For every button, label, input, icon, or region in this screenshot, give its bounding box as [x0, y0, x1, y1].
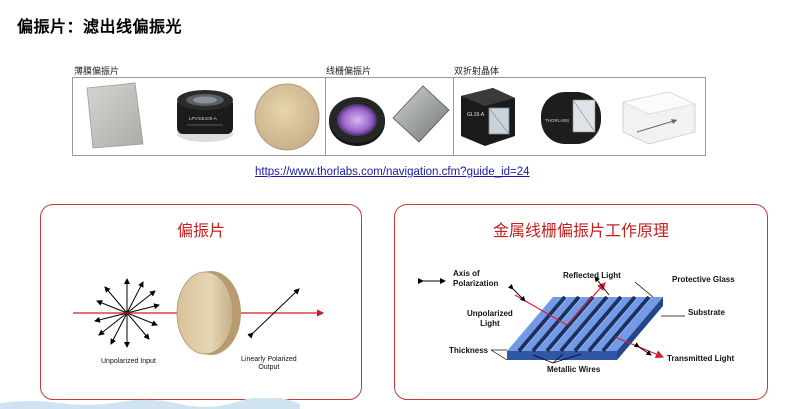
unpolarized-line-2: Light — [480, 319, 500, 328]
page-title: 偏振片：滤出线偏振光 — [17, 13, 182, 37]
linearly-polarized-line-2: Output — [258, 364, 279, 371]
mounted-polarizer-image: LPVISE100-A — [165, 78, 249, 155]
metallic-wires-label: Metallic Wires — [547, 365, 600, 375]
protective-glass-label: Protective Glass — [672, 275, 735, 285]
thickness-label: Thickness — [449, 346, 488, 356]
linearly-polarized-line-1: Linearly Polarized — [241, 356, 297, 363]
birefringent-crystal-image — [613, 78, 705, 155]
polarizer-disc-icon — [177, 271, 241, 355]
product-strip: LPVISE100-A — [72, 77, 706, 156]
group-label-birefringent-crystals: 双折射晶体 — [454, 64, 499, 77]
polarizer-panel: 偏振片 — [40, 204, 362, 400]
linear-polarization-arrow-icon — [253, 289, 299, 333]
round-polarizer-disc-image — [249, 78, 325, 155]
transmitted-light-label: Transmitted Light — [667, 354, 734, 364]
reference-link[interactable]: https://www.thorlabs.com/navigation.cfm?… — [255, 166, 530, 178]
wire-grid-square-plate-image — [389, 78, 453, 155]
group-label-film-polarizers: 薄膜偏振片 — [74, 64, 119, 77]
housed-prism-engraving: THORLABS — [545, 118, 569, 123]
film-polarizer-sheet-image — [73, 78, 163, 155]
reflected-light-label: Reflected Light — [563, 271, 621, 281]
polarizer-diagram — [41, 205, 361, 399]
calcite-prism-mount-image: GL15-A — [453, 78, 527, 155]
axis-line-2: Polarization — [453, 279, 498, 288]
unpolarized-light-label: Unpolarized Light — [467, 309, 513, 328]
axis-line-1: Axis of — [453, 269, 480, 278]
housed-prism-polarizer-image: THORLABS — [527, 78, 611, 155]
linearly-polarized-label: Linearly Polarized Output — [241, 356, 297, 372]
wire-grid-principle-panel: 金属线栅偏振片工作原理 — [394, 204, 768, 400]
footer-decoration — [0, 398, 300, 409]
substrate-label: Substrate — [688, 308, 725, 318]
wire-grid-polarizer-mounted-image — [325, 78, 389, 155]
unpolarized-line-1: Unpolarized — [467, 309, 513, 318]
mounted-polarizer-engraving: LPVISE100-A — [189, 116, 217, 121]
axis-of-polarization-label: Axis of Polarization — [453, 269, 498, 288]
prism-mount-engraving: GL15-A — [467, 112, 485, 118]
group-label-wire-grid-polarizers: 线栅偏振片 — [326, 64, 371, 77]
unpolarized-input-label: Unpolarized Input — [101, 358, 156, 366]
